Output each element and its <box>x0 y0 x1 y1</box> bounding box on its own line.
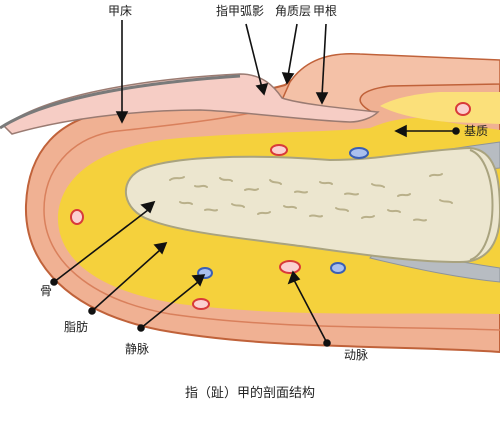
artery-dot <box>70 209 84 225</box>
bone-trabeculae <box>169 173 453 222</box>
artery-dot <box>192 298 210 310</box>
label-nail-root: 甲根 <box>313 4 338 18</box>
label-bone: 骨 <box>40 284 53 298</box>
leader-lines <box>50 20 460 347</box>
vessels <box>70 102 471 310</box>
artery-dot <box>455 102 471 116</box>
nail-plate <box>2 73 380 135</box>
label-nail-bed: 甲床 <box>108 4 133 18</box>
vein-dot <box>330 262 346 274</box>
bone-joint <box>469 149 494 261</box>
vein-dot <box>349 147 369 159</box>
fat-layer-pale <box>380 92 500 124</box>
diagram-caption: 指（趾）甲的剖面结构 <box>184 386 315 401</box>
label-matrix: 基质 <box>464 124 489 138</box>
distal-bone <box>124 146 500 264</box>
label-lunula: 指甲弧影 <box>216 4 265 18</box>
label-artery: 动脉 <box>344 348 369 362</box>
label-cuticle: 角质层 <box>275 4 312 18</box>
artery-dot <box>279 260 301 274</box>
artery-dot <box>270 144 288 156</box>
label-fat: 脂肪 <box>64 320 89 334</box>
nail-free-edge <box>0 74 241 130</box>
label-vein: 静脉 <box>125 342 150 356</box>
